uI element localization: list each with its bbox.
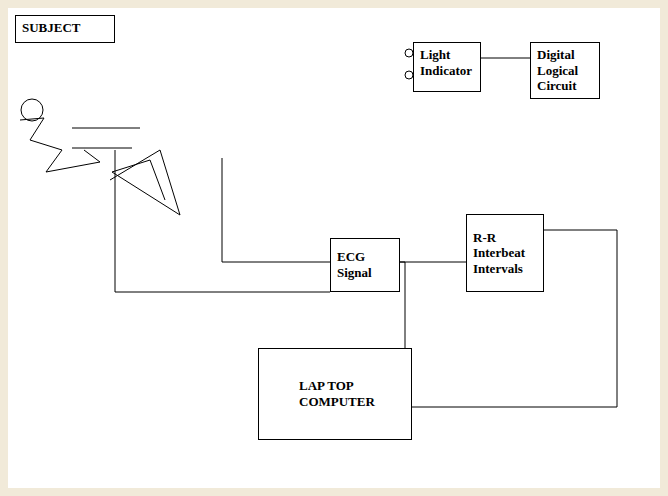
connector-path	[412, 230, 617, 407]
leg-outline	[110, 150, 180, 215]
node-label: Light Indicator	[420, 47, 474, 78]
ecg-box: ECG Signal	[330, 238, 400, 292]
body-outline	[20, 118, 100, 172]
arm-line	[72, 128, 140, 129]
connector-path	[400, 262, 466, 263]
logic-circuit-box: Digital Logical Circuit	[530, 42, 600, 99]
signal-line	[400, 262, 466, 263]
electrode-wire	[115, 150, 330, 292]
node-label: Digital Logical Circuit	[537, 47, 593, 94]
subject-label-box: SUBJECT	[15, 15, 115, 43]
laptop-box: LAP TOP COMPUTER	[258, 348, 412, 440]
connector-path	[400, 262, 405, 348]
indicator-box: Light Indicator	[413, 42, 481, 92]
signal-line	[481, 58, 530, 59]
node-label: SUBJECT	[22, 20, 108, 36]
head	[21, 99, 43, 121]
node-label: LAP TOP COMPUTER	[299, 378, 391, 409]
connector-path	[481, 58, 530, 59]
signal-line	[400, 262, 405, 348]
signal-line	[412, 230, 617, 407]
node-label: ECG Signal	[337, 249, 393, 280]
indicator-lamp	[405, 49, 413, 57]
arm-line	[72, 148, 132, 149]
node-label: R-R Interbeat Intervals	[473, 230, 537, 277]
indicator-lamp	[405, 71, 413, 79]
electrode-wire	[222, 158, 330, 262]
rr-interval-box: R-R Interbeat Intervals	[466, 214, 544, 292]
